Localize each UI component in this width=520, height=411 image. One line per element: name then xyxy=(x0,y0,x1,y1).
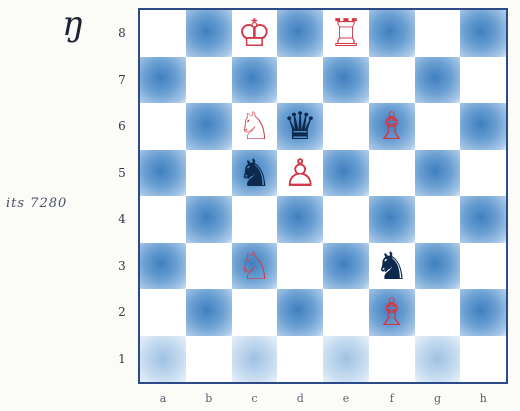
square-d3[interactable] xyxy=(277,243,323,290)
square-b2[interactable] xyxy=(186,289,232,336)
rank-label: 5 xyxy=(112,166,132,180)
file-label: a xyxy=(140,392,186,405)
square-b4[interactable] xyxy=(186,196,232,243)
side-note: its 7280 xyxy=(6,196,67,211)
file-label: f xyxy=(369,392,415,405)
black-knight-icon[interactable]: ♞ xyxy=(375,247,409,285)
square-c1[interactable] xyxy=(232,336,278,383)
square-g3[interactable] xyxy=(415,243,461,290)
square-b1[interactable] xyxy=(186,336,232,383)
rank-label: 3 xyxy=(112,259,132,273)
square-h8[interactable] xyxy=(460,10,506,57)
square-e1[interactable] xyxy=(323,336,369,383)
square-c3[interactable]: ♘ xyxy=(232,243,278,290)
white-bishop-icon[interactable]: ♗ xyxy=(375,293,409,331)
square-g6[interactable] xyxy=(415,103,461,150)
rank-label: 7 xyxy=(112,73,132,87)
square-h6[interactable] xyxy=(460,103,506,150)
white-knight-icon[interactable]: ♘ xyxy=(237,107,271,145)
square-e5[interactable] xyxy=(323,150,369,197)
square-f2[interactable]: ♗ xyxy=(369,289,415,336)
square-a5[interactable] xyxy=(140,150,186,197)
square-b3[interactable] xyxy=(186,243,232,290)
square-f5[interactable] xyxy=(369,150,415,197)
square-b8[interactable] xyxy=(186,10,232,57)
rank-label: 2 xyxy=(112,305,132,319)
square-g4[interactable] xyxy=(415,196,461,243)
black-queen-icon[interactable]: ♛ xyxy=(283,107,317,145)
square-h5[interactable] xyxy=(460,150,506,197)
square-a3[interactable] xyxy=(140,243,186,290)
square-e6[interactable] xyxy=(323,103,369,150)
white-knight-icon[interactable]: ♘ xyxy=(237,247,271,285)
square-h1[interactable] xyxy=(460,336,506,383)
file-label: h xyxy=(460,392,506,405)
white-king-icon[interactable]: ♔ xyxy=(237,14,271,52)
square-c4[interactable] xyxy=(232,196,278,243)
square-e2[interactable] xyxy=(323,289,369,336)
square-d7[interactable] xyxy=(277,57,323,104)
rank-label: 8 xyxy=(112,26,132,40)
square-e3[interactable] xyxy=(323,243,369,290)
square-d2[interactable] xyxy=(277,289,323,336)
square-e4[interactable] xyxy=(323,196,369,243)
square-a6[interactable] xyxy=(140,103,186,150)
square-h3[interactable] xyxy=(460,243,506,290)
square-b5[interactable] xyxy=(186,150,232,197)
square-a1[interactable] xyxy=(140,336,186,383)
file-label: c xyxy=(232,392,278,405)
square-f4[interactable] xyxy=(369,196,415,243)
square-f3[interactable]: ♞ xyxy=(369,243,415,290)
square-e7[interactable] xyxy=(323,57,369,104)
square-e8[interactable]: ♖ xyxy=(323,10,369,57)
square-f8[interactable] xyxy=(369,10,415,57)
file-label: b xyxy=(186,392,232,405)
square-f6[interactable]: ♗ xyxy=(369,103,415,150)
chessboard: ♔ ♖ ♘ ♛ ♗ ♞ ♙ ♘ ♞ ♗ xyxy=(138,8,508,384)
rank-label: 1 xyxy=(112,352,132,366)
square-c5[interactable]: ♞ xyxy=(232,150,278,197)
square-c6[interactable]: ♘ xyxy=(232,103,278,150)
square-d8[interactable] xyxy=(277,10,323,57)
square-h2[interactable] xyxy=(460,289,506,336)
square-g7[interactable] xyxy=(415,57,461,104)
square-f1[interactable] xyxy=(369,336,415,383)
square-h4[interactable] xyxy=(460,196,506,243)
square-c7[interactable] xyxy=(232,57,278,104)
white-pawn-icon[interactable]: ♙ xyxy=(283,154,317,192)
square-b7[interactable] xyxy=(186,57,232,104)
rank-label: 6 xyxy=(112,119,132,133)
square-h7[interactable] xyxy=(460,57,506,104)
square-a7[interactable] xyxy=(140,57,186,104)
square-d6[interactable]: ♛ xyxy=(277,103,323,150)
square-a4[interactable] xyxy=(140,196,186,243)
square-a2[interactable] xyxy=(140,289,186,336)
square-g1[interactable] xyxy=(415,336,461,383)
square-a8[interactable] xyxy=(140,10,186,57)
rank-label: 4 xyxy=(112,212,132,226)
square-g8[interactable] xyxy=(415,10,461,57)
square-b6[interactable] xyxy=(186,103,232,150)
square-g5[interactable] xyxy=(415,150,461,197)
square-c8[interactable]: ♔ xyxy=(232,10,278,57)
file-label: g xyxy=(415,392,461,405)
corner-mark: ŋ xyxy=(62,4,84,44)
square-c2[interactable] xyxy=(232,289,278,336)
square-g2[interactable] xyxy=(415,289,461,336)
black-knight-icon[interactable]: ♞ xyxy=(237,154,271,192)
white-rook-icon[interactable]: ♖ xyxy=(329,14,363,52)
square-d1[interactable] xyxy=(277,336,323,383)
file-label: e xyxy=(323,392,369,405)
file-label: d xyxy=(277,392,323,405)
square-d5[interactable]: ♙ xyxy=(277,150,323,197)
square-f7[interactable] xyxy=(369,57,415,104)
square-d4[interactable] xyxy=(277,196,323,243)
white-bishop-icon[interactable]: ♗ xyxy=(375,107,409,145)
